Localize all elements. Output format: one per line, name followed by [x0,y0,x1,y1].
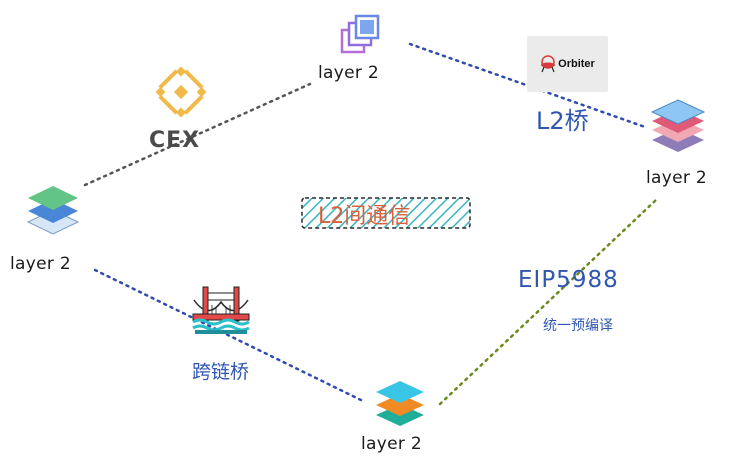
edge-left-to-top [83,82,312,187]
node-label-left: layer 2 [10,254,71,274]
connection-label-cex: CEX [149,128,201,153]
layers-icon-right [650,99,706,152]
orbiter-logo-text: Orbiter [558,58,595,70]
binance-icon [155,66,207,118]
layers-icon-bottom [376,381,424,426]
node-label-right: layer 2 [646,168,707,188]
edge-top-to-right [408,42,647,129]
connection-sublabel-eip: 统一预编译 [543,318,613,334]
center-label: L2间通信 [318,204,411,229]
edge-bottom-to-right [438,198,658,406]
connection-label-cross-chain: 跨链桥 [192,361,250,383]
node-label-bottom: layer 2 [361,434,422,454]
golden-gate-bridge-icon [192,286,250,334]
edge-left-to-bottom [93,268,367,404]
connection-label-l2-bridge: L2桥 [536,107,589,135]
orbiter-logo: Orbiter [527,36,608,92]
orbiter-ufo-icon [541,55,556,73]
connection-label-eip: EIP5988 [518,267,619,293]
stack-squares-icon [340,14,380,54]
layers-icon-left [26,186,80,235]
center-box [301,197,471,229]
node-label-top: layer 2 [318,63,379,83]
